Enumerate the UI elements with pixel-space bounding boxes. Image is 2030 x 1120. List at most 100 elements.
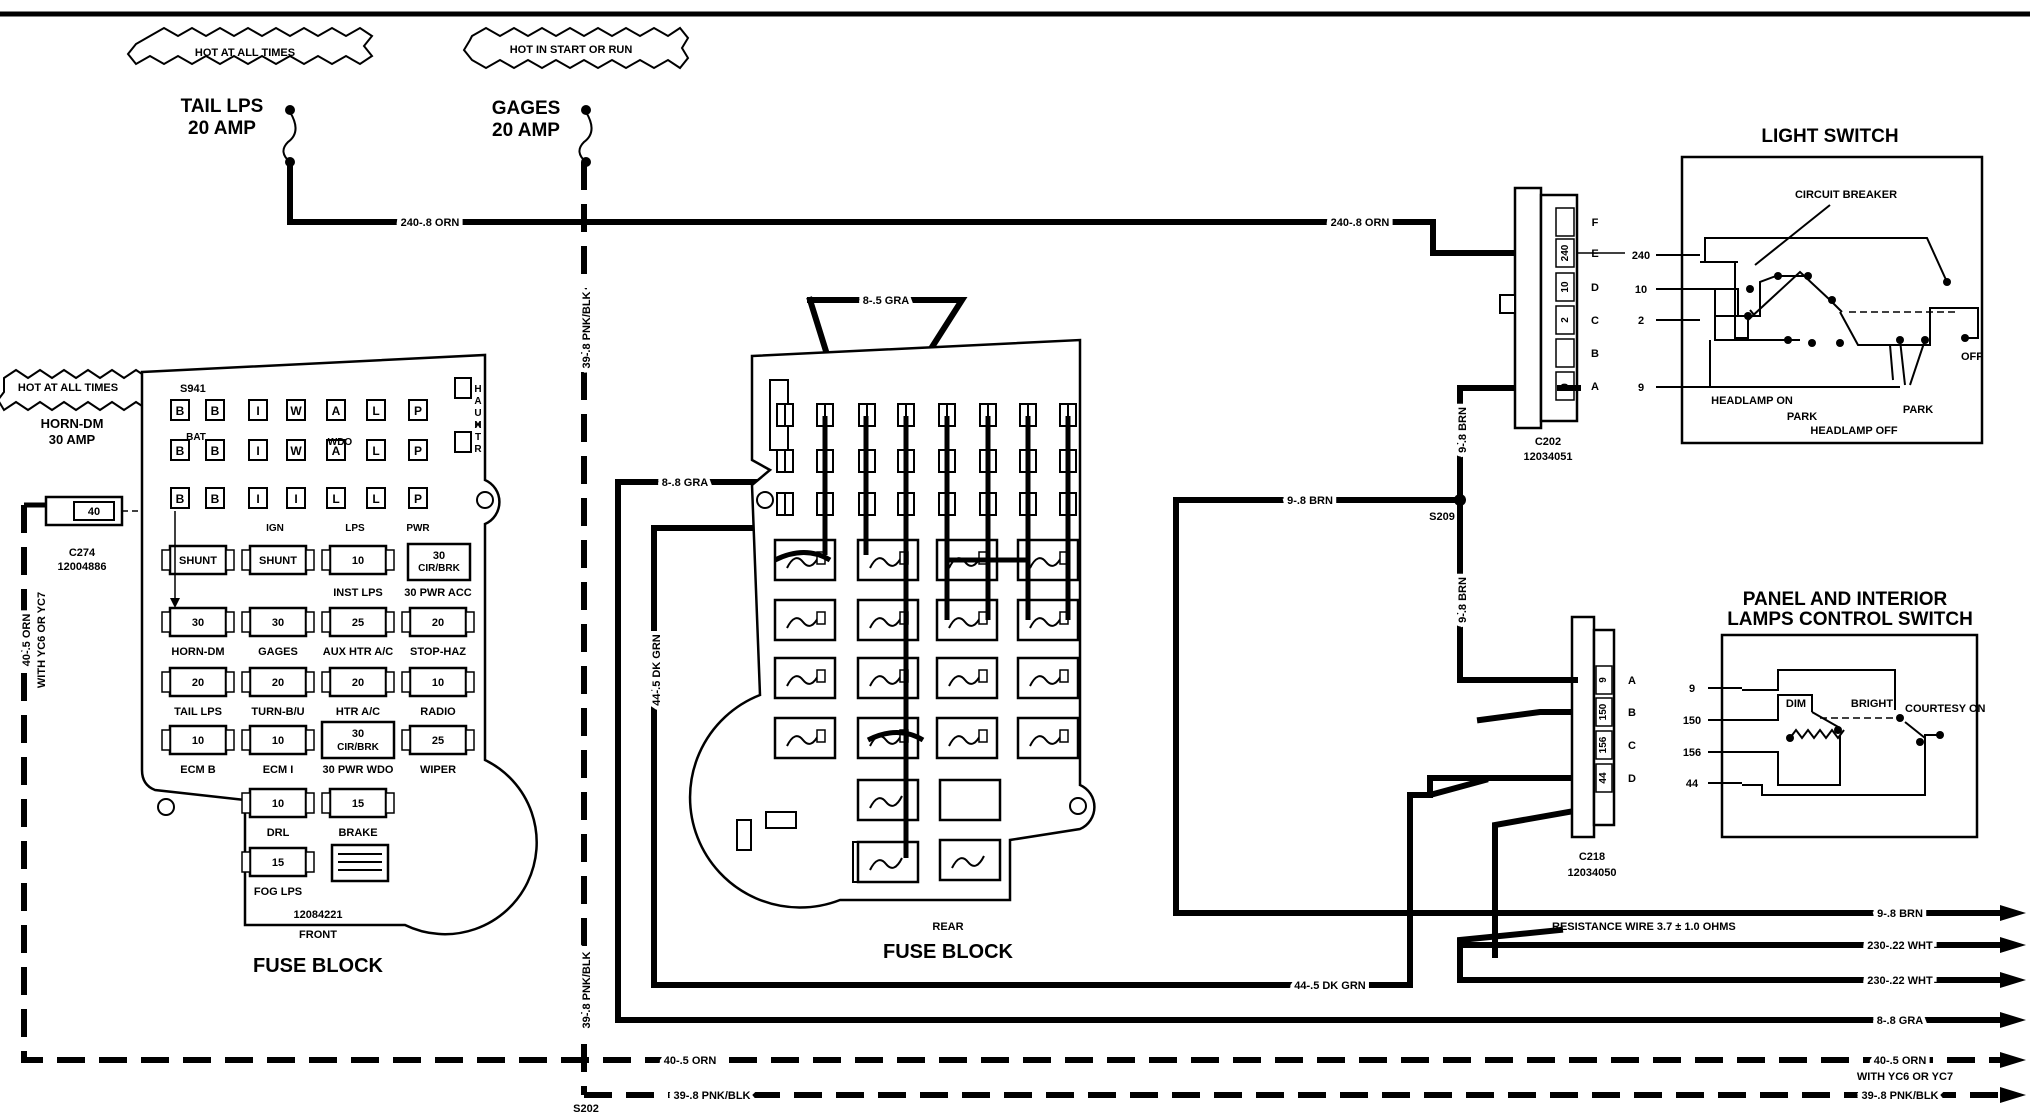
c202-letter: D [1591,282,1599,294]
c218-cavity [1595,697,1613,727]
front-side-letter: H [474,384,481,395]
ls-circuit-breaker: CIRCUIT BREAKER [1795,189,1897,201]
rear-fuse [938,778,1002,822]
front-terminal [205,487,225,509]
front-side-letter: A [474,396,481,407]
front-side-letter: H [474,420,481,431]
front-shunt-2-value: SHUNT [259,555,297,567]
c202-cavity [1555,238,1575,268]
c218-wire-num: 150 [1598,703,1609,720]
wire-9-label-v1: 9-.8 BRN [1457,407,1469,453]
front-side-letter: U [474,408,481,419]
ls-headlamp-on: HEADLAMP ON [1711,395,1793,407]
c202-cavity [1555,305,1575,335]
front-terminal [366,439,386,461]
rear-fuse [1016,716,1080,760]
wire-8-gra-top-label: 8-.5 GRA [863,295,910,307]
wire-39-label-v1: 39-.8 PNK/BLK [581,291,593,368]
rear-fuse-element [869,673,903,687]
front-fuse-tab [385,611,395,633]
rear-fuse [1016,656,1080,700]
out-230-wht-b: 230-.22 WHT [1867,975,1933,987]
front-terminal-label: A [332,404,341,418]
splice-s209: S209 [1429,511,1455,523]
front-terminal [248,399,268,421]
rear-fuse-element [869,555,903,569]
front-label: FRONT [299,929,337,941]
front-fuse-tab [161,611,171,633]
rear-fuse-element [869,795,903,809]
front-fuse-brake-tab [321,792,331,814]
front-ign-label: IGN [266,523,284,534]
front-fuse-label: HTR A/C [336,706,380,718]
front-fuse-tab [321,611,331,633]
horn-amp: 30 AMP [49,432,96,447]
hot-in-start-or-run-tag: HOT IN START OR RUN [462,26,690,70]
rear-fuse-tab [816,669,826,683]
out-40-orn: 40-.5 ORN [1874,1055,1927,1067]
front-terminal-label: B [211,404,220,418]
front-fuse-drl-tab [241,792,251,814]
gages-label: GAGES [492,98,561,119]
front-fuse-value: 20 [192,677,204,689]
c202-wire-num: 2 [1560,317,1571,323]
c218-cavity [1595,763,1613,793]
front-fuse-tab [305,729,315,751]
gages-fuse-symbol [578,105,593,167]
front-fuse-tab [401,611,411,633]
horn-dm-label: HORN-DM [41,416,104,431]
wire-9-label-h: 9-.8 BRN [1287,495,1333,507]
front-fuse-tab [385,671,395,693]
front-side-letter: T [475,432,481,443]
front-fuse-value: 30 [192,617,204,629]
c218-wire-num: 9 [1598,677,1609,683]
out-yc-note: WITH YC6 OR YC7 [1857,1071,1953,1083]
rear-fuse-element [948,673,982,687]
front-fuse-value: 10 [272,735,284,747]
front-terminal [286,487,306,509]
front-fuse-label: GAGES [258,646,298,658]
ls-wire-num: 9 [1638,382,1644,394]
rear-fuse-tab [1059,729,1069,743]
rear-fuse-block [688,338,1096,909]
front-cirbrk-2-label: CIR/BRK [337,742,379,753]
c274-note-v: WITH YC6 OR YC7 [36,592,48,688]
front-cirbrk-2-amp: 30 [352,728,364,740]
front-terminal [248,487,268,509]
front-fuse-tab [241,671,251,693]
rear-fuse-tab [978,729,988,743]
front-terminal-label: W [290,444,302,458]
c202-cavity [1555,338,1575,368]
front-fuse-label: WIPER [420,764,456,776]
front-terminal [248,439,268,461]
c218-wire-num: 156 [1598,736,1609,753]
front-terminal-label: B [211,444,220,458]
front-side-terminal [454,377,472,399]
front-terminal [326,399,346,421]
rear-fuse-element [1029,615,1063,629]
ls-park: PARK [1787,411,1817,423]
c202-num: 12034051 [1524,451,1573,463]
c218-letter: C [1628,740,1636,752]
front-block-id: S941 [180,383,206,395]
front-fuse [248,724,308,756]
c218-cavity [1595,730,1613,760]
front-wdo-label: WDO [328,437,353,448]
front-terminal-label: A [332,444,341,458]
rear-fuse [773,656,837,700]
wire-39-bottom-label: 39-.8 PNK/BLK [673,1090,750,1102]
rear-fuse [938,838,1002,882]
front-terminal [366,487,386,509]
rear-fuse-tab [978,669,988,683]
front-pwr-label: PWR [406,523,430,534]
front-fuse-drl-tab [305,792,315,814]
front-fuse [168,666,228,698]
front-terminal [286,399,306,421]
front-pwr-acc: 30 PWR ACC [404,587,471,599]
front-fuse-label: 30 PWR WDO [323,764,394,776]
c202-letter: F [1592,217,1599,229]
front-terminal-label: L [372,404,379,418]
c202-cavity [1555,272,1575,302]
front-cirbrk-2 [320,720,396,760]
